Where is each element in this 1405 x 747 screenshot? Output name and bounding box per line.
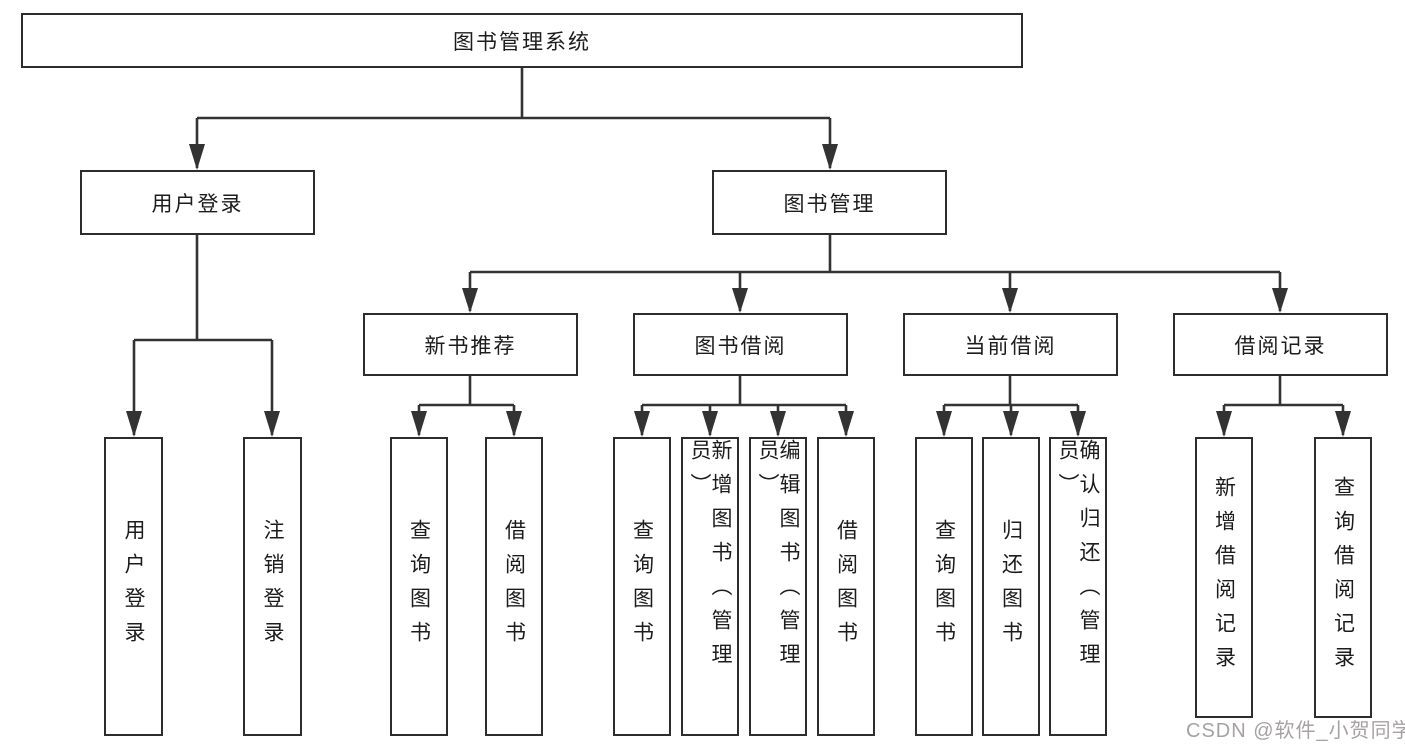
node-book-mgmt: 图书管理 bbox=[712, 170, 947, 235]
node-leaf-query-books: 查询图书 bbox=[613, 437, 671, 736]
node-leaf-label: 归还图书 bbox=[999, 518, 1023, 655]
arrowhead bbox=[264, 411, 280, 437]
node-leaf-user-login: 用户登录 bbox=[104, 437, 163, 736]
node-leaf-query-books: 查询图书 bbox=[915, 437, 973, 736]
node-borrow-records: 借阅记录 bbox=[1173, 313, 1388, 376]
arrowhead bbox=[936, 411, 952, 437]
node-leaf-label: 编辑图书（管理员） bbox=[756, 439, 800, 677]
arrowhead bbox=[126, 411, 142, 437]
node-leaf-label: 查询图书 bbox=[630, 518, 654, 655]
arrowhead bbox=[1002, 288, 1018, 313]
node-current-borrow-label: 当前借阅 bbox=[964, 334, 1057, 358]
node-leaf-label: 确认归还（管理员） bbox=[1056, 439, 1100, 677]
connector-book-borrow bbox=[640, 376, 848, 435]
arrowhead bbox=[1216, 411, 1232, 437]
node-new-books-label: 新书推荐 bbox=[424, 334, 517, 358]
node-book-mgmt-label: 图书管理 bbox=[783, 192, 876, 216]
node-leaf-add-borrow-record: 新增借阅记录 bbox=[1195, 437, 1253, 718]
node-leaf-query-borrow-record: 查询借阅记录 bbox=[1314, 437, 1372, 718]
arrowhead bbox=[838, 411, 854, 437]
node-leaf-label: 借阅图书 bbox=[834, 518, 858, 655]
node-book-borrow-label: 图书借阅 bbox=[694, 334, 787, 358]
node-leaf-borrow-books: 借阅图书 bbox=[817, 437, 875, 736]
node-leaf-label: 用户登录 bbox=[122, 518, 145, 655]
node-leaf-label: 查询借阅记录 bbox=[1331, 475, 1355, 680]
arrowhead bbox=[189, 144, 205, 170]
node-user-login-label: 用户登录 bbox=[151, 192, 244, 216]
node-leaf-edit-book-admin: 编辑图书（管理员） bbox=[749, 437, 807, 736]
connector-book-mgmt bbox=[468, 235, 1282, 311]
connector-new-books bbox=[417, 376, 516, 435]
node-leaf-label: 新增借阅记录 bbox=[1212, 475, 1236, 680]
node-leaf-label: 借阅图书 bbox=[502, 518, 526, 655]
connector-user-login bbox=[132, 235, 274, 435]
arrowhead bbox=[1070, 411, 1086, 437]
connector-root bbox=[195, 68, 832, 168]
arrowheads bbox=[126, 144, 1351, 437]
arrowhead bbox=[411, 411, 427, 437]
arrowhead bbox=[702, 411, 718, 437]
node-leaf-borrow-books: 借阅图书 bbox=[485, 437, 543, 736]
node-book-borrow: 图书借阅 bbox=[633, 313, 848, 376]
watermark-text: CSDN @软件_小贺同学 bbox=[1186, 720, 1405, 742]
node-root-label: 图书管理系统 bbox=[453, 30, 591, 54]
node-leaf-add-book-admin: 新增图书（管理员） bbox=[681, 437, 739, 736]
node-leaf-label: 查询图书 bbox=[407, 518, 431, 655]
node-leaf-label: 查询图书 bbox=[932, 518, 956, 655]
node-current-borrow: 当前借阅 bbox=[903, 313, 1118, 376]
node-leaf-label: 新增图书（管理员） bbox=[688, 439, 732, 677]
arrowhead bbox=[1335, 411, 1351, 437]
arrowhead bbox=[506, 411, 522, 437]
arrowhead bbox=[822, 144, 838, 170]
node-user-login: 用户登录 bbox=[80, 170, 315, 235]
arrowhead bbox=[634, 411, 650, 437]
node-new-books: 新书推荐 bbox=[363, 313, 578, 376]
node-leaf-label: 注销登录 bbox=[261, 518, 284, 655]
arrowhead bbox=[1003, 411, 1019, 437]
arrowhead bbox=[732, 288, 748, 313]
node-borrow-records-label: 借阅记录 bbox=[1234, 334, 1327, 358]
arrowhead bbox=[1272, 288, 1288, 313]
arrowhead bbox=[462, 288, 478, 313]
node-leaf-query-books: 查询图书 bbox=[390, 437, 448, 736]
node-leaf-confirm-return-admin: 确认归还（管理员） bbox=[1049, 437, 1107, 736]
arrowhead bbox=[770, 411, 786, 437]
node-root: 图书管理系统 bbox=[21, 13, 1023, 68]
connector-borrow-records bbox=[1222, 376, 1345, 435]
node-leaf-return-books: 归还图书 bbox=[982, 437, 1040, 736]
node-leaf-logout: 注销登录 bbox=[243, 437, 302, 736]
